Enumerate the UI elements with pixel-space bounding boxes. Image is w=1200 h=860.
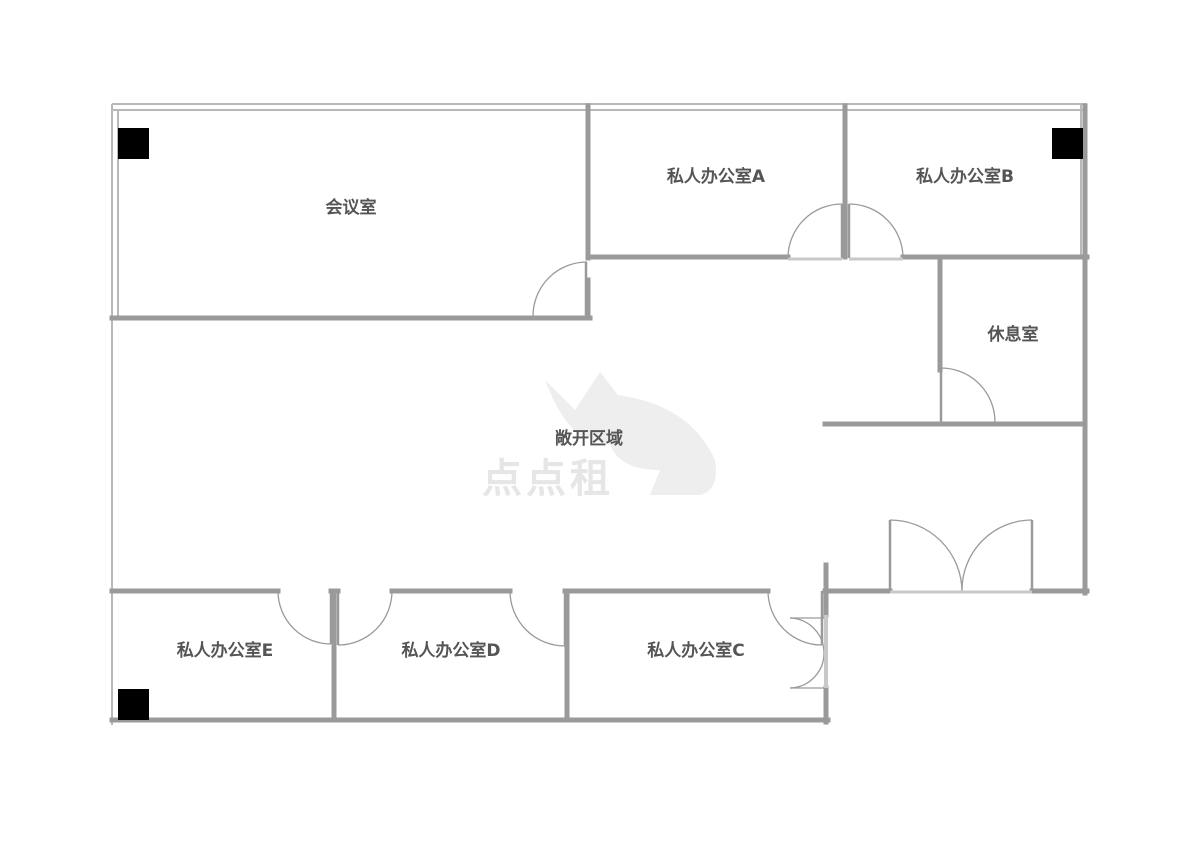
- door-entrance: [888, 519, 1034, 594]
- doors: [277, 203, 1034, 689]
- window-walls: [111, 103, 1087, 725]
- door-meeting-room: [532, 261, 588, 317]
- columns: [118, 128, 1083, 720]
- label-office-b: 私人办公室B: [916, 166, 1014, 187]
- label-office-a: 私人办公室A: [667, 166, 766, 187]
- room-labels: 会议室 私人办公室A 私人办公室B 休息室 敞开区域 私人办公室E 私人办公室D…: [177, 166, 1039, 661]
- watermark: 点点租: [482, 372, 716, 502]
- door-office-d-right: [509, 590, 567, 647]
- label-office-c: 私人办公室C: [647, 640, 744, 661]
- label-meeting-room: 会议室: [326, 197, 377, 218]
- door-lounge: [939, 367, 996, 423]
- label-office-e: 私人办公室E: [177, 640, 274, 661]
- watermark-text: 点点租: [482, 456, 614, 502]
- label-lounge: 休息室: [987, 324, 1039, 345]
- column-top-left: [118, 128, 149, 159]
- column-top-right: [1052, 128, 1083, 159]
- column-bottom-left: [118, 689, 149, 720]
- door-office-a: [787, 203, 844, 261]
- door-office-b: [847, 203, 904, 261]
- fox-head-icon: [545, 372, 716, 495]
- door-office-c-side: [789, 615, 828, 689]
- label-open-area: 敞开区域: [555, 428, 623, 449]
- label-office-d: 私人办公室D: [401, 640, 500, 661]
- door-office-e: [277, 590, 333, 645]
- door-office-d-left: [336, 590, 393, 646]
